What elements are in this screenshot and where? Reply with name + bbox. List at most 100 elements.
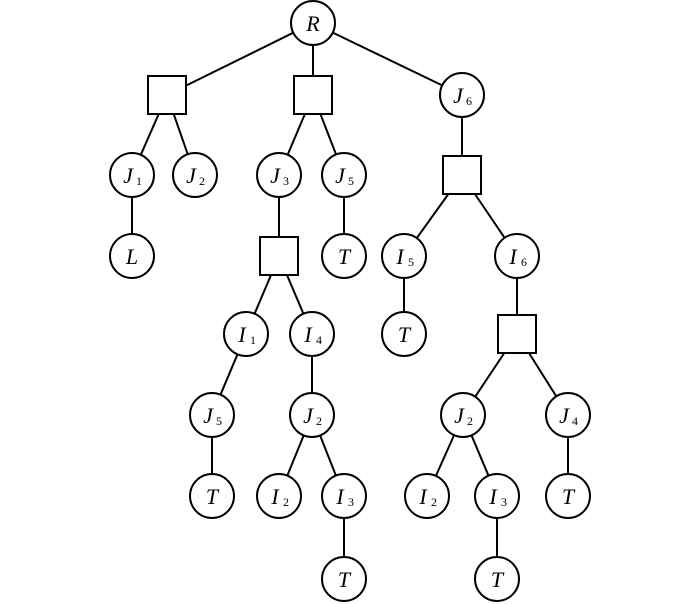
node-label: J <box>335 163 346 188</box>
node-subscript: 3 <box>348 495 354 509</box>
node-sq5 <box>497 314 537 354</box>
node-sq3 <box>442 155 482 195</box>
node-square <box>147 75 187 115</box>
node-subscript: 1 <box>136 174 142 188</box>
node-label: J <box>559 403 570 428</box>
node-subscript: 6 <box>521 255 527 269</box>
edge-R-J6a <box>332 31 443 87</box>
node-circle <box>189 392 235 438</box>
node-circle <box>439 72 485 118</box>
node-circle <box>381 233 427 279</box>
node-square <box>497 314 537 354</box>
node-label: T <box>491 567 505 592</box>
node-label: J <box>270 163 281 188</box>
node-label: R <box>305 11 320 36</box>
node-label: J <box>123 163 134 188</box>
tree-edges <box>131 31 569 557</box>
node-subscript: 2 <box>467 414 473 428</box>
node-L: L <box>109 233 155 279</box>
node-square <box>259 236 299 276</box>
node-Te: T <box>321 556 367 602</box>
node-circle <box>189 473 235 519</box>
edge-sq3-I5 <box>415 193 450 239</box>
node-label: J <box>454 403 465 428</box>
node-subscript: 4 <box>316 333 322 347</box>
edge-I1-J5b <box>219 353 239 396</box>
node-label: T <box>206 484 220 509</box>
node-label: T <box>338 567 352 592</box>
node-label: J <box>186 163 197 188</box>
node-subscript: 3 <box>501 495 507 509</box>
node-subscript: 5 <box>216 414 222 428</box>
node-subscript: 3 <box>283 174 289 188</box>
node-square <box>293 75 333 115</box>
node-circle <box>321 152 367 198</box>
node-circle <box>545 392 591 438</box>
node-circle <box>494 233 540 279</box>
node-circle <box>290 0 336 46</box>
edge-sq1-J1 <box>139 113 160 156</box>
edge-sq2-J3 <box>286 113 306 156</box>
node-circle <box>381 311 427 357</box>
node-circle <box>321 233 367 279</box>
node-Tf: T <box>474 556 520 602</box>
node-label: I <box>335 484 345 509</box>
node-Tb: T <box>381 311 427 357</box>
node-label: I <box>418 484 428 509</box>
node-circle <box>474 473 520 519</box>
node-label: J <box>203 403 214 428</box>
node-subscript: 5 <box>348 174 354 188</box>
node-circle <box>109 152 155 198</box>
node-circle <box>172 152 218 198</box>
edge-sq3-I6 <box>474 193 506 239</box>
node-label: I <box>303 322 313 347</box>
node-circle <box>440 392 486 438</box>
node-circle <box>256 152 302 198</box>
node-label: I <box>237 322 247 347</box>
node-circle <box>404 473 450 519</box>
edge-R-sq1 <box>185 31 294 87</box>
node-circle <box>474 556 520 602</box>
node-circle <box>256 473 302 519</box>
node-sq4 <box>259 236 299 276</box>
node-circle <box>289 311 335 357</box>
edge-sq5-J2c <box>474 352 506 398</box>
node-label: T <box>562 484 576 509</box>
node-label: I <box>488 484 498 509</box>
edge-J2b-I2a <box>286 435 305 476</box>
node-subscript: 6 <box>466 94 472 108</box>
edge-J2c-I3b <box>470 434 490 477</box>
node-circle <box>321 473 367 519</box>
node-subscript: 5 <box>408 255 414 269</box>
node-label: T <box>398 322 412 347</box>
edge-sq4-I4 <box>286 274 305 315</box>
node-subscript: 4 <box>572 414 578 428</box>
node-label: J <box>453 83 464 108</box>
node-Td: T <box>545 473 591 519</box>
edge-sq2-J5a <box>319 113 338 155</box>
node-label: I <box>270 484 280 509</box>
edge-sq4-I1 <box>253 274 272 315</box>
node-circle <box>289 392 335 438</box>
edge-sq1-J2a <box>172 113 189 155</box>
node-subscript: 1 <box>250 333 256 347</box>
node-sq1 <box>147 75 187 115</box>
edge-J2b-I3a <box>319 435 337 476</box>
edge-sq5-J4 <box>528 352 558 397</box>
node-label: I <box>395 244 405 269</box>
node-label: J <box>303 403 314 428</box>
